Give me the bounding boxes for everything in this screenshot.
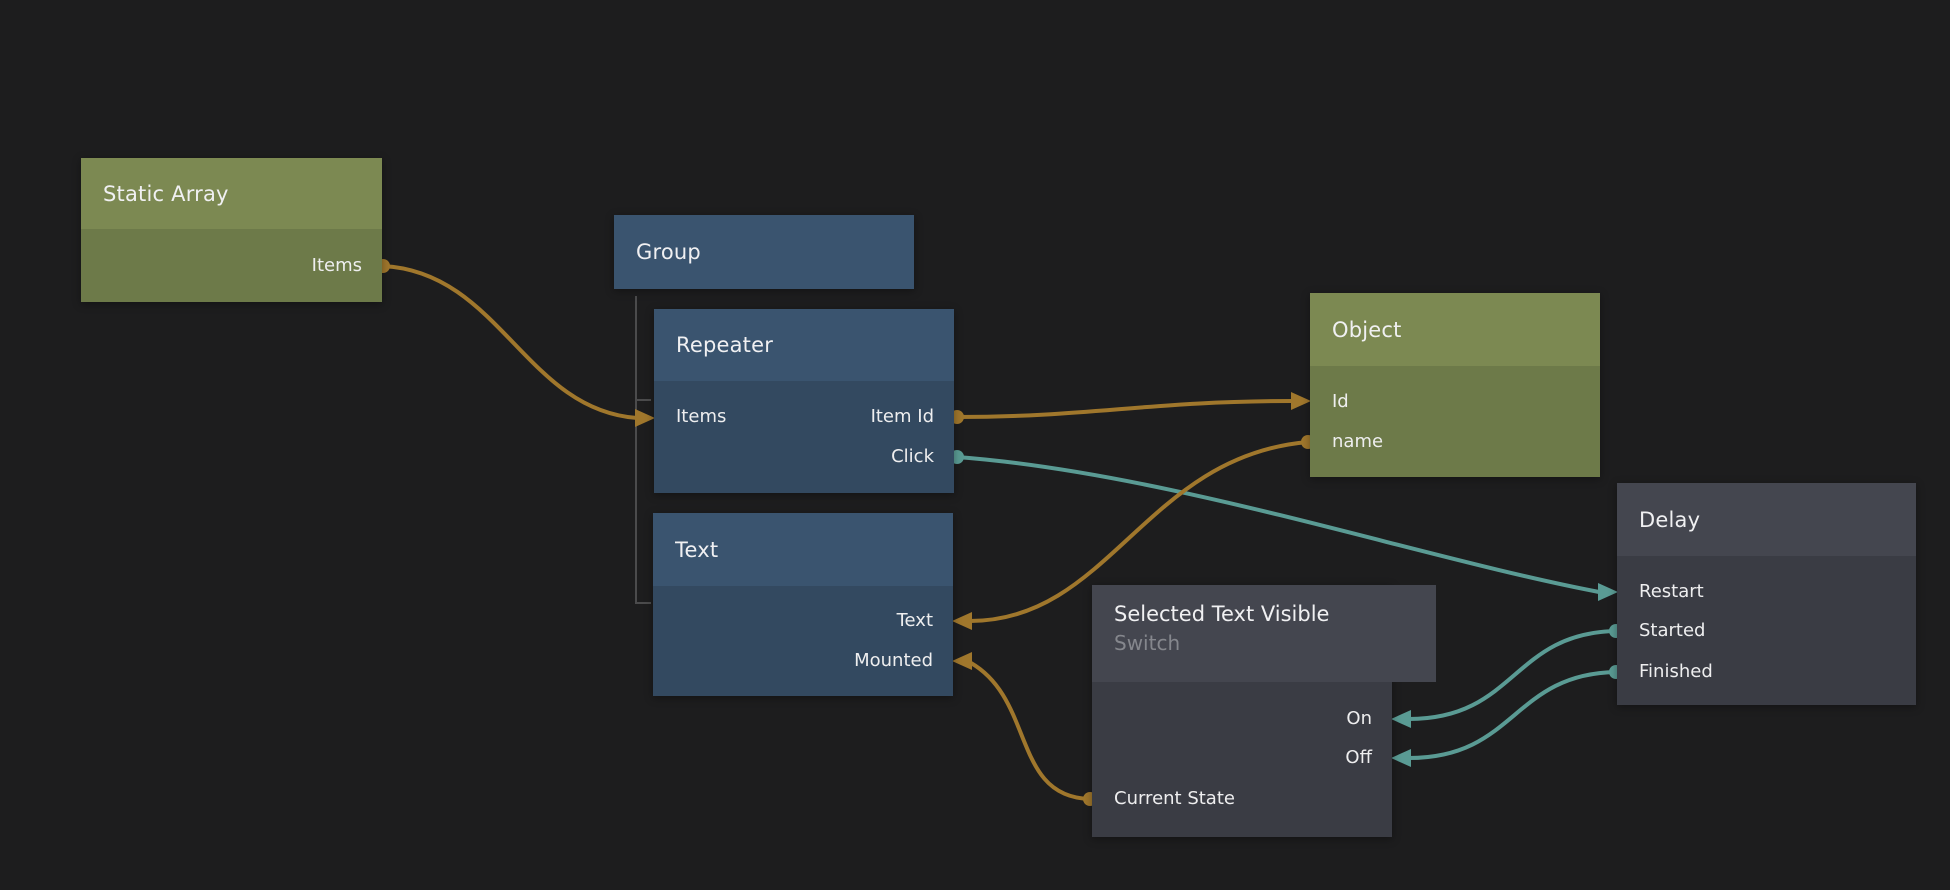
port-label-id-in[interactable]: Id [1332, 391, 1349, 412]
port-label-started-out[interactable]: Started [1639, 620, 1706, 641]
node-subtitle: Switch [1114, 631, 1181, 655]
node-repeater[interactable]: Repeater Items Item Id Click [654, 309, 954, 493]
wire-items-to-repeater[interactable] [382, 264, 638, 420]
port-label-name-out[interactable]: name [1332, 431, 1384, 452]
node-header[interactable]: Object [1310, 293, 1600, 366]
node-title: Delay [1639, 507, 1701, 532]
port-label-itemid-out[interactable]: Item Id [870, 406, 934, 427]
wire-itemid-to-id[interactable] [956, 399, 1294, 419]
port-label-restart-in[interactable]: Restart [1639, 581, 1704, 602]
wire-name-to-text[interactable] [969, 440, 1309, 623]
node-static-array[interactable]: Static Array Items [81, 158, 382, 302]
node-header[interactable]: Group [614, 215, 914, 289]
wire-click-to-restart[interactable] [956, 455, 1600, 594]
port-arrow-repeater-items[interactable] [635, 409, 655, 427]
wire-currentstate-to-mounted[interactable] [969, 661, 1091, 801]
port-label-text-in[interactable]: Text [896, 610, 933, 631]
group-tree-connector [635, 296, 651, 604]
port-label-on-in[interactable]: On [1346, 708, 1372, 729]
node-title: Repeater [676, 333, 774, 357]
node-title: Text [675, 537, 719, 562]
port-arrow-text-mounted[interactable] [952, 652, 972, 670]
port-arrow-delay-restart[interactable] [1598, 583, 1618, 601]
node-header[interactable]: Delay [1617, 483, 1916, 556]
node-group[interactable]: Group [614, 215, 914, 289]
node-text[interactable]: Text Text Mounted [653, 513, 953, 696]
port-label-finished-out[interactable]: Finished [1639, 661, 1713, 682]
port-label-mounted-in[interactable]: Mounted [854, 650, 933, 671]
node-object[interactable]: Object Id name [1310, 293, 1600, 477]
node-title: Selected Text Visible [1114, 602, 1330, 626]
port-label-items-out[interactable]: Items [311, 255, 362, 276]
node-delay[interactable]: Delay Restart Started Finished [1617, 483, 1916, 705]
node-header[interactable]: Repeater [654, 309, 954, 381]
port-arrow-text-text[interactable] [952, 612, 972, 630]
node-title: Group [636, 240, 701, 264]
port-label-currentstate-out[interactable]: Current State [1114, 788, 1235, 809]
port-label-click-out[interactable]: Click [891, 446, 934, 467]
node-title: Object [1332, 317, 1402, 342]
port-arrow-object-id[interactable] [1291, 392, 1311, 410]
port-label-items-in[interactable]: Items [676, 406, 727, 427]
wire-finished-to-off[interactable] [1408, 670, 1617, 760]
port-arrow-switch-off[interactable] [1391, 749, 1411, 767]
node-header[interactable]: Static Array [81, 158, 382, 229]
port-label-off-in[interactable]: Off [1345, 747, 1372, 768]
node-header[interactable]: Selected Text Visible Switch [1092, 585, 1436, 682]
port-arrow-switch-on[interactable] [1391, 710, 1411, 728]
node-selected-text-visible[interactable]: Selected Text Visible Switch On Off Curr… [1092, 585, 1436, 837]
wire-started-to-on[interactable] [1408, 629, 1617, 721]
node-title: Static Array [103, 181, 229, 206]
node-header[interactable]: Text [653, 513, 953, 586]
